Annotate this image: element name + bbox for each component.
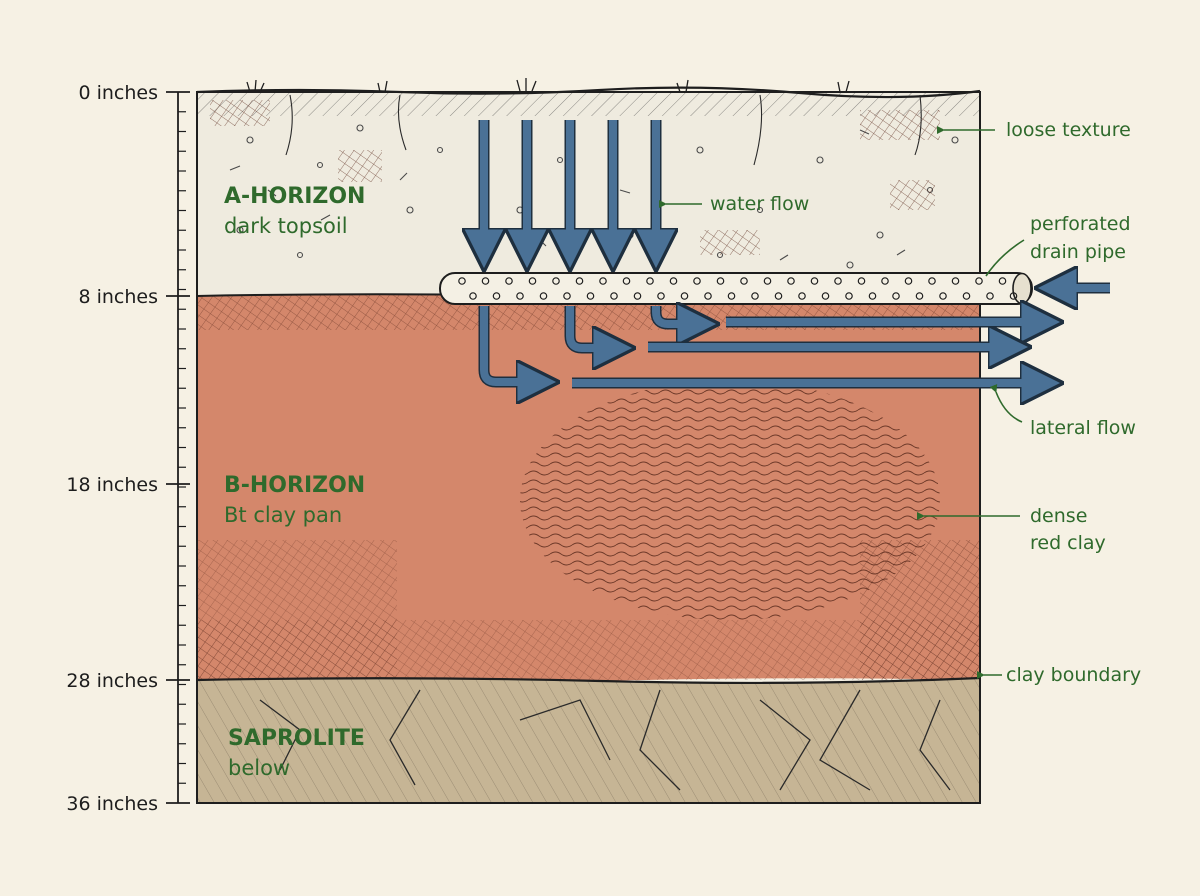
b-horizon-layer [197, 294, 980, 684]
pipe-hole [481, 277, 490, 285]
clay-boundary-label: clay boundary [1006, 664, 1141, 686]
pipe-hole [881, 277, 889, 285]
drain-pipe-label-line1: perforated [1030, 213, 1131, 235]
water-flow-label: water flow [710, 193, 809, 215]
pipe-hole [740, 277, 748, 285]
pipe-hole [669, 277, 678, 285]
pipe-hole [716, 277, 725, 285]
pipe-hole [939, 292, 947, 300]
pipe-hole [998, 277, 1007, 285]
drain-pipe-label-line2: drain pipe [1030, 241, 1126, 263]
pipe-hole [622, 277, 631, 285]
pipe-hole [657, 292, 665, 300]
pipe-hole [892, 292, 900, 300]
pipe-hole [505, 277, 513, 285]
ruler-minor-ticks [178, 111, 186, 784]
pipe-hole [680, 292, 689, 300]
pipe-hole [751, 292, 759, 300]
pipe-hole [798, 292, 806, 300]
dense-clay-label-line1: dense [1030, 505, 1087, 527]
pipe-hole [704, 292, 712, 300]
pipe-hole [904, 277, 913, 285]
pipe-hole [539, 292, 548, 300]
grass-tufts [246, 78, 850, 93]
ruler-major-tick-0: 0 inches [78, 82, 190, 104]
ruler-major-tick-18: 18 inches [66, 474, 190, 496]
pipe-hole [633, 292, 642, 300]
pipe-hole [962, 292, 971, 300]
pipe-hole [492, 292, 501, 300]
pipe-hole [552, 277, 560, 285]
crosshatch-patches [210, 100, 940, 255]
pipe-hole [575, 277, 584, 285]
pipe-perforations [458, 277, 1018, 300]
downward-water-arrows-fill [480, 120, 660, 252]
pipe-hole [458, 277, 466, 285]
pipe-hole [951, 277, 960, 285]
pipe-hole [975, 277, 983, 285]
ruler-major-tick-28: 28 inches [66, 670, 190, 692]
pipe-hole [857, 277, 866, 285]
pipe-hole [915, 292, 924, 300]
pipe-hole [928, 277, 936, 285]
ground-surface-line [196, 86, 981, 99]
pipe-hole [845, 292, 853, 300]
pipe-hole [516, 292, 524, 300]
depth-ruler: 0 inches 8 inches 18 inches 28 inches 36… [66, 82, 190, 815]
pipe-hole [528, 277, 537, 285]
b-horizon-name: B-HORIZON [224, 473, 365, 498]
depth-label-28: 28 inches [66, 670, 158, 692]
pipe-hole [787, 277, 795, 285]
root-lines [285, 94, 922, 166]
pipe-hole [834, 277, 842, 285]
saprolite-sub: below [228, 756, 290, 780]
pipe-hole [469, 292, 477, 300]
a-horizon-sub: dark topsoil [224, 214, 348, 238]
pipe-hole [693, 277, 701, 285]
lateral-flow-arrows [478, 288, 1110, 383]
loose-texture-label: loose texture [1006, 119, 1131, 141]
ruler-major-tick-36: 36 inches [66, 793, 190, 815]
callouts [659, 126, 1025, 679]
depth-label-8: 8 inches [78, 286, 158, 308]
pipe-hole [868, 292, 877, 300]
pipe-hole [563, 292, 571, 300]
lateral-flow-label: lateral flow [1030, 417, 1136, 439]
pipe-hole [986, 292, 994, 300]
depth-label-0: 0 inches [78, 82, 158, 104]
a-horizon-name: A-HORIZON [224, 184, 365, 209]
depth-label-18: 18 inches [66, 474, 158, 496]
pipe-hole [810, 277, 819, 285]
pipe-hole [610, 292, 618, 300]
profile-outline [196, 91, 981, 804]
pipe-hole [646, 277, 654, 285]
saprolite-name: SAPROLITE [228, 726, 365, 751]
dense-clay-label-line2: red clay [1030, 532, 1106, 554]
callout-line-drain-pipe [985, 239, 1025, 277]
perforated-drain-pipe [439, 272, 1033, 305]
pipe-hole [763, 277, 772, 285]
pipe-hole [821, 292, 830, 300]
pipe-hole [774, 292, 783, 300]
depth-label-36: 36 inches [66, 793, 158, 815]
b-horizon-sub: Bt clay pan [224, 503, 342, 527]
pipe-hole [1009, 292, 1018, 300]
pipe-hole [586, 292, 595, 300]
clay-boundary-line [196, 676, 981, 685]
callout-line-lateral-flow [989, 384, 1023, 423]
ruler-major-tick-8: 8 inches [78, 286, 190, 308]
pipe-hole [727, 292, 736, 300]
saprolite-layer [197, 678, 980, 803]
pipe-hole [599, 277, 607, 285]
